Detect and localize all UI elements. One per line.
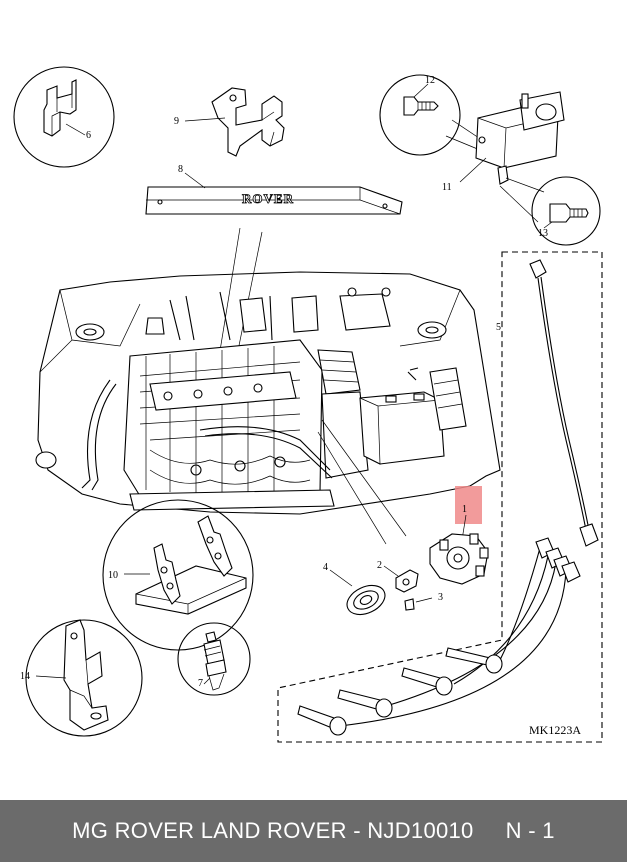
part-bracket-9: 9: [174, 87, 285, 157]
rover-plate-text: ROVER: [242, 191, 294, 206]
footer-caption: MG ROVER LAND ROVER - NJD10010 N - 1: [72, 818, 555, 843]
part-screw-3: 3: [404, 592, 443, 611]
footer-bar: MG ROVER LAND ROVER - NJD10010 N - 1: [0, 800, 627, 862]
part-distributor-cap-1[interactable]: 1: [429, 486, 489, 585]
callout-10: 10: [108, 570, 118, 581]
callout-1: 1: [462, 504, 467, 515]
callout-14: 14: [20, 671, 30, 682]
callout-11: 11: [442, 182, 452, 193]
detail-lead-clips-10: 10: [102, 499, 254, 651]
callout-6: 6: [86, 130, 91, 141]
detail-coil-11-12: 12 11: [379, 74, 565, 193]
callout-8: 8: [178, 164, 183, 175]
callout-7: 7: [198, 678, 203, 689]
part-ht-leads-kit-5: 5 MK1223A: [277, 251, 603, 743]
callout-2: 2: [377, 560, 382, 571]
callout-12: 12: [425, 75, 435, 86]
parts-diagram: 6 9 ROVER 8 12 11: [13, 66, 603, 743]
callout-5: 5: [496, 322, 501, 333]
part-plate-8: ROVER 8: [145, 164, 403, 215]
engine-bay: [35, 271, 501, 515]
highlight-box: [455, 486, 482, 524]
reference-code: MK1223A: [529, 723, 581, 737]
detail-bracket-14: 14: [20, 619, 143, 737]
callout-9: 9: [174, 116, 179, 127]
part-rotor-2: 2: [377, 560, 419, 593]
part-seal-4: 4: [323, 562, 386, 616]
detail-bolt-13: 13: [499, 176, 601, 246]
callout-3: 3: [438, 592, 443, 603]
callout-4: 4: [323, 562, 328, 573]
detail-clip-6: 6: [13, 66, 115, 168]
detail-spark-plug-7: 7: [177, 622, 251, 696]
callout-13: 13: [538, 228, 548, 239]
